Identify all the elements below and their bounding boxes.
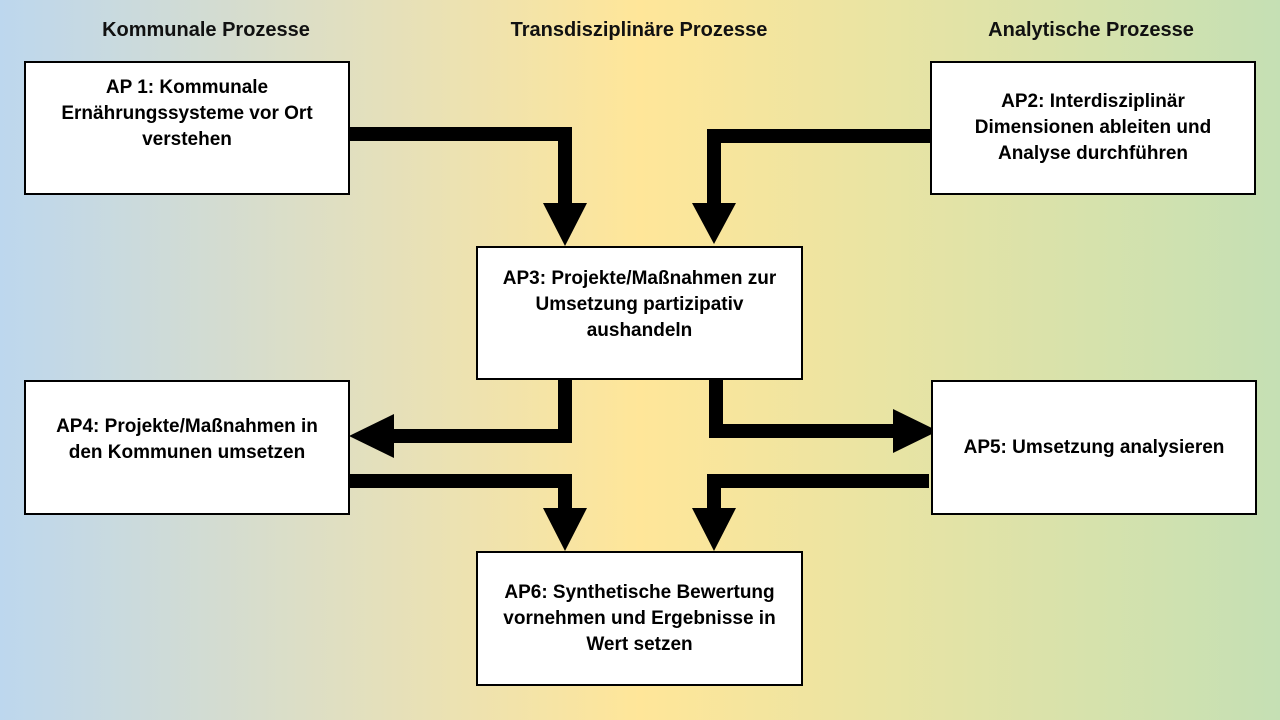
header-analytische-prozesse: Analytische Prozesse — [988, 19, 1194, 41]
box-ap2-label: AP2: Interdisziplinär Dimensionen ableit… — [974, 91, 1212, 164]
arrow-ap1-to-ap3 — [345, 127, 572, 205]
arrow-ap2-to-ap3-head — [692, 203, 736, 244]
arrow-ap3-to-ap4-head — [349, 414, 394, 458]
box-ap1: AP 1: Kommunale Ernährungssysteme vor Or… — [24, 61, 350, 195]
header-transdisziplinaere-prozesse: Transdisziplinäre Prozesse — [510, 19, 768, 41]
arrow-ap2-to-ap3 — [707, 129, 935, 205]
arrow-ap5-to-ap6-head — [692, 508, 736, 551]
arrow-ap3-to-ap5-head — [893, 409, 938, 453]
box-ap4-label: AP4: Projekte/Maßnahmen in den Kommunen … — [56, 415, 318, 463]
arrow-ap5-to-ap6 — [707, 474, 929, 510]
box-ap3-label: AP3: Projekte/Maßnahmen zur Umsetzung pa… — [502, 268, 777, 341]
header-kommunale-prozesse: Kommunale Prozesse — [102, 19, 310, 41]
box-ap5-label: AP5: Umsetzung analysieren — [963, 436, 1225, 458]
box-ap3: AP3: Projekte/Maßnahmen zur Umsetzung pa… — [476, 246, 803, 380]
box-ap4: AP4: Projekte/Maßnahmen in den Kommunen … — [24, 380, 350, 515]
arrow-ap3-to-ap5 — [709, 380, 895, 438]
box-ap2: AP2: Interdisziplinär Dimensionen ableit… — [930, 61, 1256, 195]
box-ap6-label: AP6: Synthetische Bewertung vornehmen un… — [503, 581, 776, 655]
arrow-ap1-to-ap3-head — [543, 203, 587, 246]
arrow-ap4-to-ap6 — [349, 474, 572, 510]
box-ap1-label: AP 1: Kommunale Ernährungssysteme vor Or… — [61, 77, 313, 150]
box-ap5: AP5: Umsetzung analysieren — [931, 380, 1257, 515]
box-ap6: AP6: Synthetische Bewertung vornehmen un… — [476, 551, 803, 686]
arrow-ap3-to-ap4 — [392, 380, 572, 443]
arrow-ap4-to-ap6-head — [543, 508, 587, 551]
